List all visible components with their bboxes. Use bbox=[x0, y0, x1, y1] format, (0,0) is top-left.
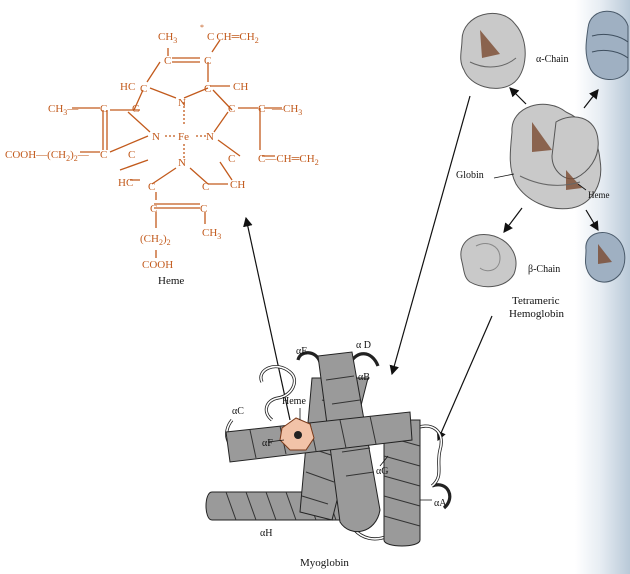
ch3-bottom-group: CH3 bbox=[202, 227, 221, 241]
helix-label-h: αH bbox=[260, 528, 272, 539]
arrow-hemoglobin-to-myoglobin-upper bbox=[392, 96, 470, 374]
c-atom-right-b: C bbox=[258, 103, 265, 115]
tetrameric-label-line2: Hemoglobin bbox=[509, 308, 564, 320]
c-atom-top-left: C bbox=[164, 55, 171, 67]
hemoglobin-group: α-Chain β-Chain Globin Heme Tetrameric H… bbox=[456, 11, 628, 320]
c-atom-left-b: C bbox=[132, 103, 139, 115]
alpha-subunit-right bbox=[586, 11, 628, 79]
cooh-bottom: COOH bbox=[142, 259, 173, 271]
arrow-hemoglobin-to-myoglobin-lower bbox=[438, 316, 492, 440]
ch-right-top: CH bbox=[233, 81, 248, 93]
c-atom-bottom-c: C bbox=[150, 203, 157, 215]
heme-caption: Heme bbox=[158, 275, 184, 287]
n-atom-right: N bbox=[206, 131, 214, 143]
c-atom-left-d: C bbox=[128, 149, 135, 161]
c-atom-top-right-alpha: C bbox=[204, 83, 211, 95]
arrow-myoglobin-to-heme bbox=[246, 218, 290, 420]
cooh-left-chain: COOH—(CH2)2— bbox=[5, 149, 90, 163]
ch3-left-group: CH3— bbox=[48, 103, 79, 117]
c-atom-top-right: C bbox=[204, 55, 211, 67]
beta-subunit-right bbox=[586, 232, 625, 282]
hc-left-top: HC bbox=[120, 81, 135, 93]
hemoglobin-heme-label: Heme bbox=[588, 190, 610, 200]
globin-label: Globin bbox=[456, 170, 484, 181]
myoglobin-ribbon: αE α D αB αC Heme αF αG αA αH Myoglobin bbox=[206, 340, 450, 569]
myoglobin-heme-label: Heme bbox=[282, 396, 306, 407]
c-atom-right-c: C bbox=[228, 153, 235, 165]
arrow-to-beta-right bbox=[586, 210, 598, 230]
helix-label-c: αC bbox=[232, 406, 244, 417]
n-atom-bottom: N bbox=[178, 157, 186, 169]
ch-right-bottom: CH bbox=[230, 179, 245, 191]
c-atom-left-c: C bbox=[100, 149, 107, 161]
vinyl-right-group: C—CH═CH2 bbox=[258, 153, 319, 167]
arrow-to-alpha-left bbox=[510, 88, 526, 104]
alpha-chain-label: α-Chain bbox=[536, 54, 568, 65]
helix-label-g: αG bbox=[376, 466, 388, 477]
helix-label-f: αF bbox=[262, 438, 273, 449]
ch3-top-group: CH3 bbox=[158, 31, 177, 45]
helix-label-a: αA bbox=[434, 498, 447, 509]
ch2-bottom-chain: (CH2)2 bbox=[140, 233, 171, 247]
tetrameric-label-line1: Tetrameric bbox=[512, 295, 560, 307]
vinyl-star: * bbox=[200, 23, 204, 32]
beta-subunit-left bbox=[461, 234, 516, 286]
c-atom-bottom-b: C bbox=[202, 181, 209, 193]
n-atom-left: N bbox=[152, 131, 160, 143]
helix-label-e: αE bbox=[296, 346, 307, 357]
arrow-to-beta-left bbox=[504, 208, 522, 232]
c-atom-top-left-alpha: C bbox=[140, 83, 147, 95]
ch3-right-group: —CH3 bbox=[271, 103, 302, 117]
arrow-to-alpha-right bbox=[584, 90, 598, 108]
myoglobin-caption: Myoglobin bbox=[300, 557, 349, 569]
c-atom-left-a: C bbox=[100, 103, 107, 115]
n-atom-top: N bbox=[178, 97, 186, 109]
beta-chain-label: β-Chain bbox=[528, 264, 560, 275]
helix-label-d: α D bbox=[356, 340, 371, 351]
c-atom-bottom-d: C bbox=[200, 203, 207, 215]
c-atom-right-a: C bbox=[228, 103, 235, 115]
c-atom-bottom-a: C bbox=[148, 181, 155, 193]
helix-label-b: αB bbox=[358, 372, 370, 383]
fe-atom: Fe bbox=[178, 131, 189, 143]
alpha-subunit-left bbox=[461, 13, 526, 88]
hc-left-bottom: HC bbox=[118, 177, 133, 189]
